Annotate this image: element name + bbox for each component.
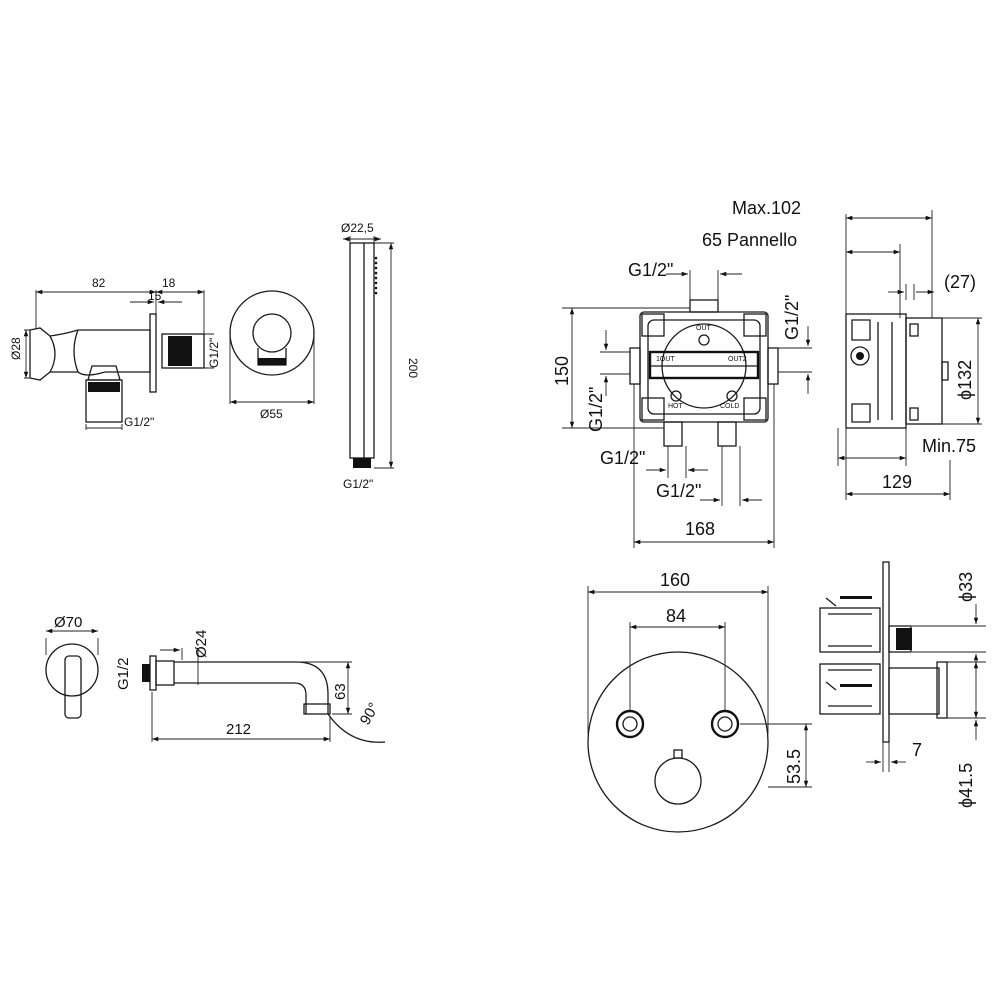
rosette-diameter-label: Ø70	[54, 614, 82, 631]
body-side-diameter-label: ϕ132	[955, 360, 975, 400]
body-height-label: 150	[552, 356, 572, 386]
shower-length-label: 200	[406, 358, 420, 378]
holder-length-label: 82	[92, 276, 106, 290]
spout-angle-label: 90°	[357, 700, 383, 728]
shower-thread-label: G1/2"	[343, 477, 373, 491]
spout-height-label: 63	[332, 683, 349, 700]
hand-shower-holder-view	[23, 289, 214, 430]
holder-side-thread-label: G1/2"	[207, 338, 221, 368]
shower-diameter-label: Ø22,5	[341, 221, 374, 235]
spout-thread-label: G1/2	[115, 657, 132, 690]
port-out1-label: 1OUT	[656, 356, 675, 363]
plate-diameter-label: 160	[660, 570, 690, 590]
holder-inlet-label: G1/2"	[124, 415, 154, 429]
body-bottom-thread-right-label: G1/2"	[656, 481, 701, 501]
port-cold-label: COLD	[720, 403, 739, 410]
body-max-depth-label: Max.102	[732, 198, 801, 218]
elbow-diameter-label: Ø55	[260, 407, 283, 421]
cartridge-protrusion-label: 7	[912, 740, 922, 760]
body-panel-label: 65 Pannello	[702, 230, 797, 250]
outlet-elbow-view	[229, 290, 315, 405]
port-out2-label: OUT2	[728, 356, 747, 363]
holder-small-label: 15	[148, 289, 162, 303]
cartridge-top-diameter-label: ϕ33	[956, 572, 976, 602]
body-width-label: 168	[685, 519, 715, 539]
body-left-thread-label: G1/2"	[586, 387, 606, 432]
built-in-body-front-view	[562, 270, 812, 548]
plate-button-spacing-label: 84	[666, 606, 686, 626]
cartridge-side-view	[819, 561, 986, 772]
body-bottom-thread-left-label: G1/2"	[600, 448, 645, 468]
body-side-depth-label: 129	[882, 472, 912, 492]
body-top-thread-label: G1/2"	[628, 260, 673, 280]
port-hot-label: HOT	[668, 403, 684, 410]
body-clearance-label: (27)	[944, 272, 976, 292]
spout-tube-label: Ø24	[193, 630, 210, 658]
body-min-depth-label: Min.75	[922, 436, 976, 456]
body-right-thread-label: G1/2"	[782, 295, 802, 340]
cover-plate-view	[587, 586, 812, 833]
plate-knob-offset-label: 53.5	[784, 749, 804, 784]
hand-shower-view	[343, 236, 394, 469]
holder-diameter-label: Ø28	[9, 337, 23, 360]
holder-offset-label: 18	[162, 276, 176, 290]
spout-length-label: 212	[226, 721, 251, 738]
spout-rosette-view	[45, 628, 99, 719]
spout-side-view	[142, 647, 386, 743]
cartridge-bottom-diameter-label: ϕ41.5	[956, 763, 976, 808]
port-out-label: OUT	[696, 325, 712, 332]
built-in-body-side-view	[837, 210, 982, 500]
